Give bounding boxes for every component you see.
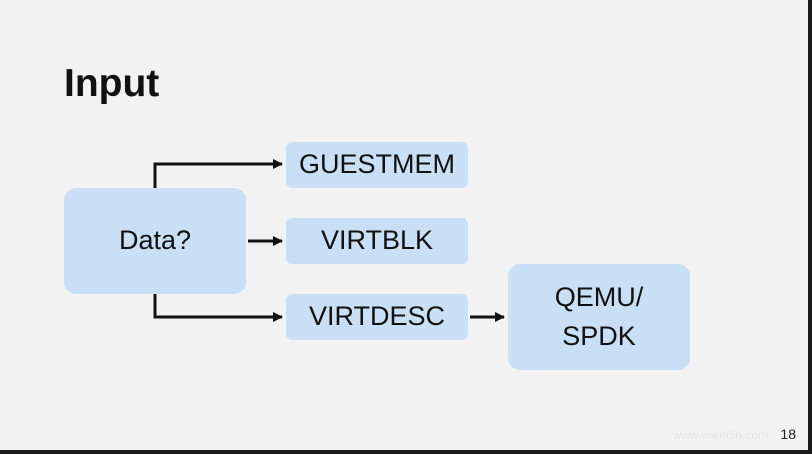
node-guestmem-label: GUESTMEM	[298, 149, 455, 180]
node-virtblk-label: VIRTBLK	[320, 225, 434, 256]
node-qemu-spdk: QEMU/ SPDK	[508, 264, 690, 370]
node-qemu-label-line2: SPDK	[562, 321, 636, 351]
arrow-data-to-guestmem	[153, 159, 283, 188]
page-number: 18	[780, 426, 796, 442]
node-data: Data?	[64, 188, 246, 294]
node-qemu-label-line1: QEMU/	[554, 281, 644, 312]
node-virtblk: VIRTBLK	[286, 218, 468, 264]
node-guestmem: GUESTMEM	[286, 142, 468, 188]
slide-title: Input	[64, 62, 160, 105]
node-virtdesc: VIRTDESC	[286, 294, 468, 340]
watermark-text: www.linkedin.com	[672, 428, 768, 442]
node-virtdesc-label: VIRTDESC	[308, 301, 446, 332]
arrow-data-to-virtdesc	[153, 294, 283, 322]
node-data-label: Data?	[118, 225, 192, 256]
